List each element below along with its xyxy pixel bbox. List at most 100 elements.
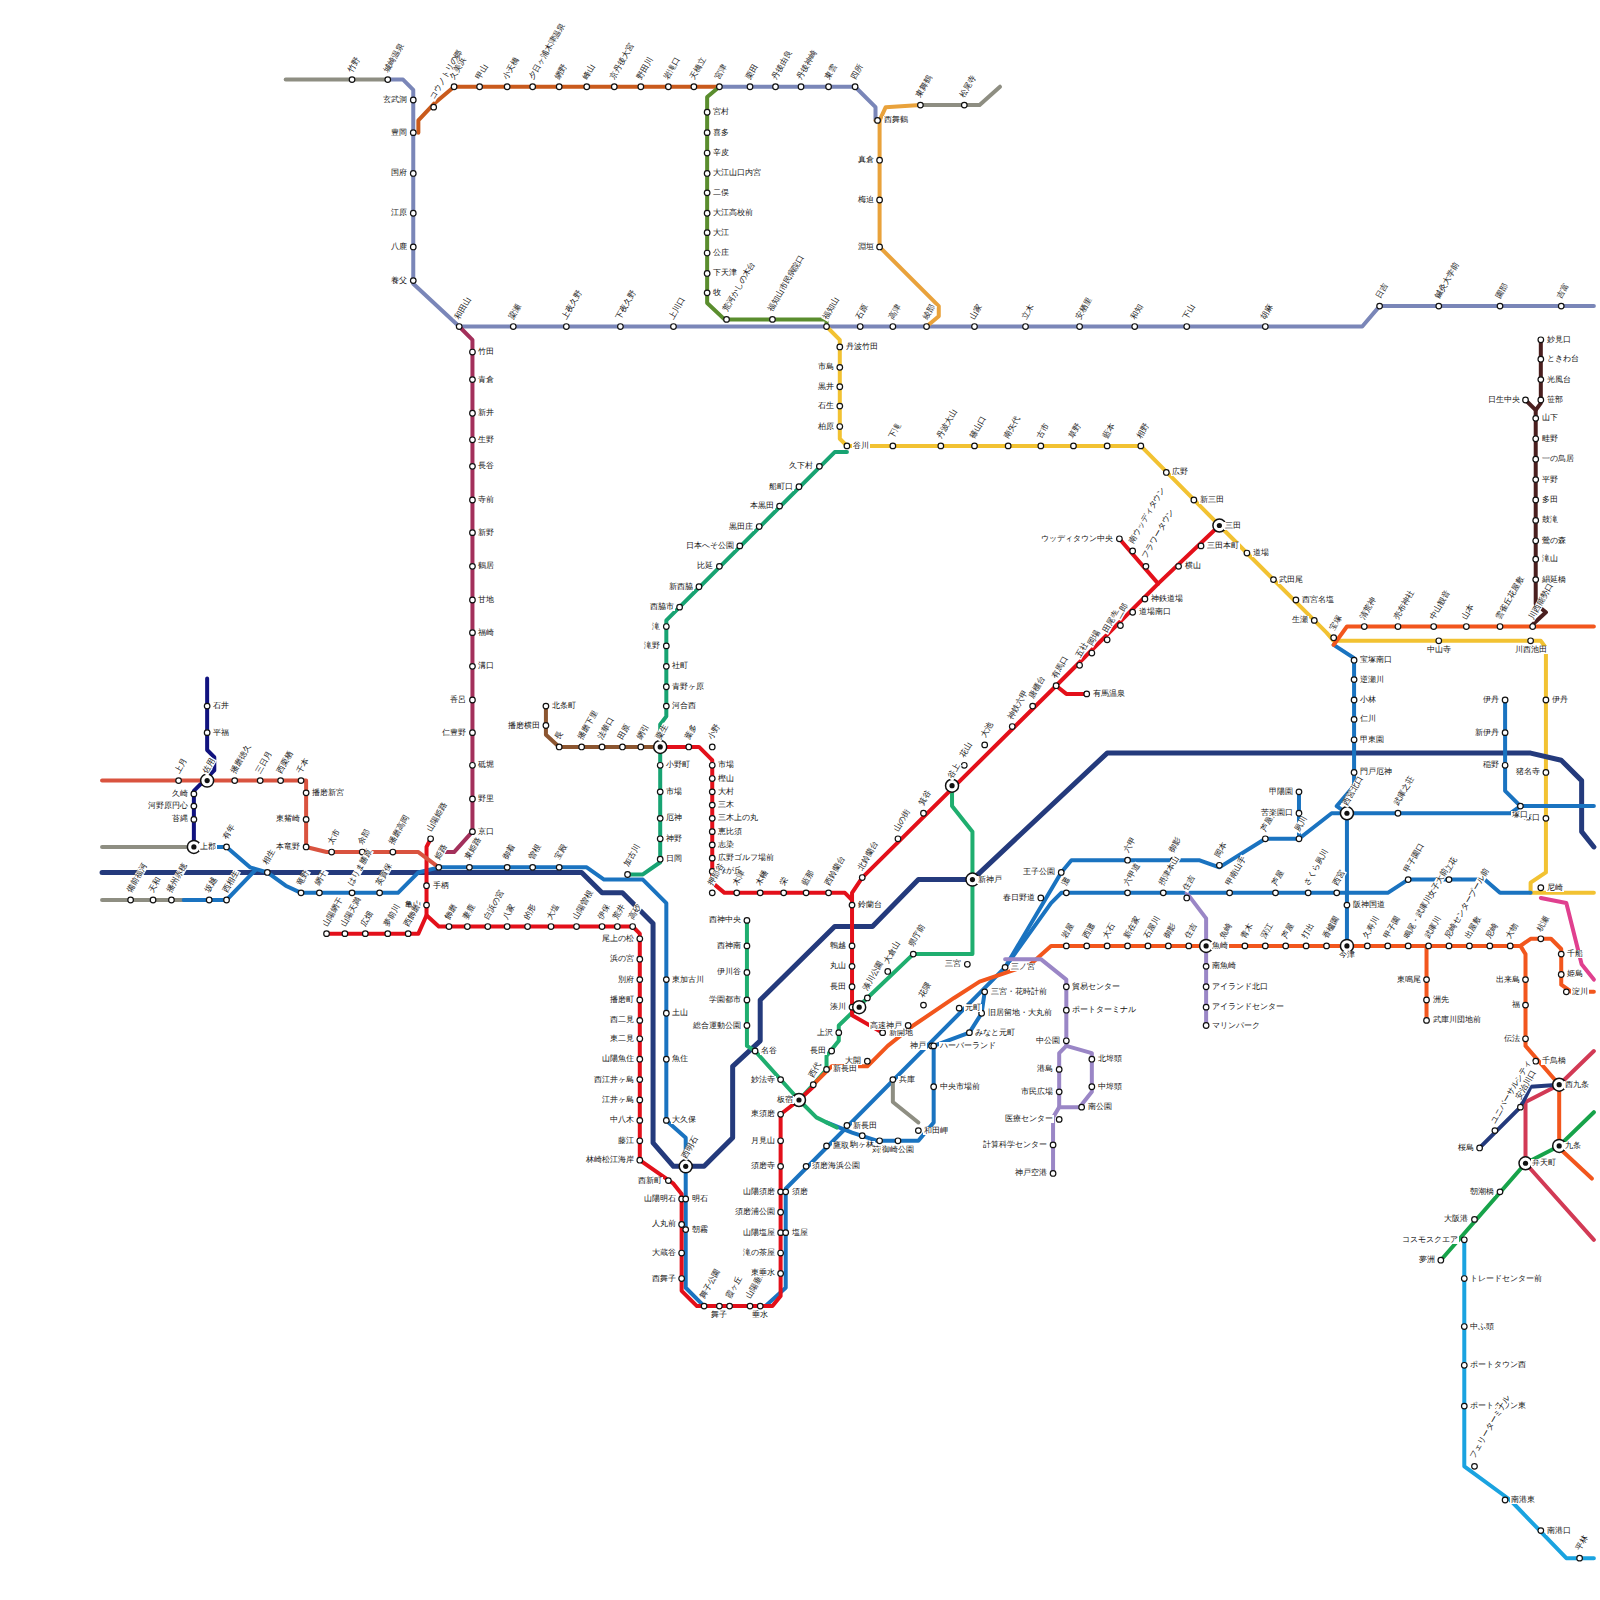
station-label: 三日月 [254, 749, 274, 776]
station-label: 苔縄 [171, 815, 189, 823]
station-dot [1538, 936, 1544, 942]
station-label: 丹波竹田 [845, 343, 879, 351]
station-label: 日吉 [1374, 282, 1390, 302]
interchange-ring [792, 1094, 805, 1107]
station-label: 広野ゴルフ場前 [717, 854, 775, 862]
station-label: 西神南 [716, 942, 742, 950]
station-label: 淵垣 [857, 243, 875, 251]
station-dot [530, 84, 536, 90]
station-dot [837, 403, 843, 409]
station-label: 板宿 [776, 1096, 794, 1104]
station-dot [844, 443, 850, 449]
station-label: 志染 [717, 841, 735, 849]
station-label: 神鉄道場 [1150, 595, 1184, 603]
station-label: 香櫨園 [1321, 914, 1341, 941]
interchange-rings [187, 519, 1565, 1173]
station-label: 上月 [173, 756, 189, 776]
station-label: 塩屋 [791, 1229, 809, 1237]
station-label: 西舞子 [651, 1275, 677, 1283]
station-label: 須磨寺 [750, 1162, 776, 1170]
station-dot [859, 1133, 865, 1139]
station-label: 千鳥橋 [1541, 1057, 1567, 1065]
station-dot [664, 684, 670, 690]
station-dot [1058, 870, 1064, 876]
station-dot [1464, 624, 1470, 630]
rail-line [1059, 1046, 1092, 1107]
station-dot [1142, 596, 1148, 602]
station-dot [837, 365, 843, 371]
station-label: 山の街 [892, 807, 912, 834]
station-dot [465, 924, 471, 930]
station-dot [880, 1030, 886, 1036]
station-dot [982, 742, 988, 748]
station-label: 北条町 [551, 702, 577, 710]
station-label: 甲子園 [1382, 914, 1402, 941]
station-label: 丸山 [829, 962, 847, 970]
station-label: 鶯の森 [1541, 537, 1567, 545]
station-label: 九条 [1564, 1142, 1582, 1150]
station-label: 武庫川団地前 [1432, 1016, 1482, 1024]
station-label: 西鈴蘭台 [823, 854, 847, 887]
station-label: 香呂 [449, 696, 467, 704]
station-dot [709, 776, 715, 782]
rail-line [628, 452, 847, 874]
station-label: 伝法 [1503, 1035, 1521, 1043]
station-dot [620, 744, 626, 750]
station-dot [257, 778, 263, 784]
station-label: ときわ台 [1546, 355, 1580, 363]
station-dot [1538, 377, 1544, 383]
station-dot [877, 1138, 883, 1144]
station-label: 小天橋 [501, 55, 521, 82]
station-label: 箕谷 [918, 789, 934, 809]
station-dot [931, 1084, 937, 1090]
interchange-core [1217, 523, 1222, 528]
station-dot [686, 744, 692, 750]
station-dot [744, 970, 750, 976]
station-label: 上沢 [816, 1029, 834, 1037]
station-label: 東二見 [609, 1035, 635, 1043]
station-label: 柏原 [817, 423, 835, 431]
station-label: 苦楽園口 [1260, 809, 1294, 817]
station-dot [470, 464, 476, 470]
station-dot [1038, 895, 1044, 901]
station-label: 滝 [651, 623, 661, 631]
station-dot [844, 1123, 850, 1129]
interchange-core [1344, 811, 1349, 816]
station-dot [709, 763, 715, 769]
station-label: 播磨横田 [507, 722, 541, 730]
station-dot [564, 324, 570, 330]
station-dot [778, 1164, 784, 1170]
station-label: 高砂 [627, 902, 643, 922]
station-label: 篠山口 [969, 414, 989, 441]
station-dot [1351, 677, 1357, 683]
station-dot [1523, 397, 1529, 403]
station-dot [1467, 943, 1473, 949]
station-label: 八家 [501, 902, 517, 922]
station-label: 妙見口 [1546, 336, 1572, 344]
station-dot [837, 424, 843, 430]
station-dot [756, 524, 762, 530]
rail-line [1056, 526, 1219, 686]
station-label: 六甲道 [1122, 861, 1142, 888]
station-dot [1104, 637, 1110, 643]
station-label: 朝霧 [691, 1226, 709, 1234]
station-label: 学園都市 [708, 996, 742, 1004]
station-dot [1064, 890, 1070, 896]
rail-line [799, 786, 972, 1100]
station-dot [865, 995, 871, 1001]
station-dot [224, 844, 230, 850]
station-dot [191, 817, 197, 823]
station-dot [857, 324, 863, 330]
station-label: 舞子 [710, 1311, 728, 1319]
station-dot [1334, 890, 1340, 896]
station-dot [556, 744, 562, 750]
station-label: 塚口 [1511, 811, 1529, 819]
station-dot [796, 484, 802, 490]
station-dot [777, 503, 783, 509]
station-label: ポートタウン西 [1469, 1361, 1527, 1369]
station-label: 牧 [712, 289, 722, 297]
station-dot [1472, 1464, 1478, 1470]
station-dot [1507, 943, 1513, 949]
station-dot [1533, 556, 1539, 562]
station-dot [817, 464, 823, 470]
